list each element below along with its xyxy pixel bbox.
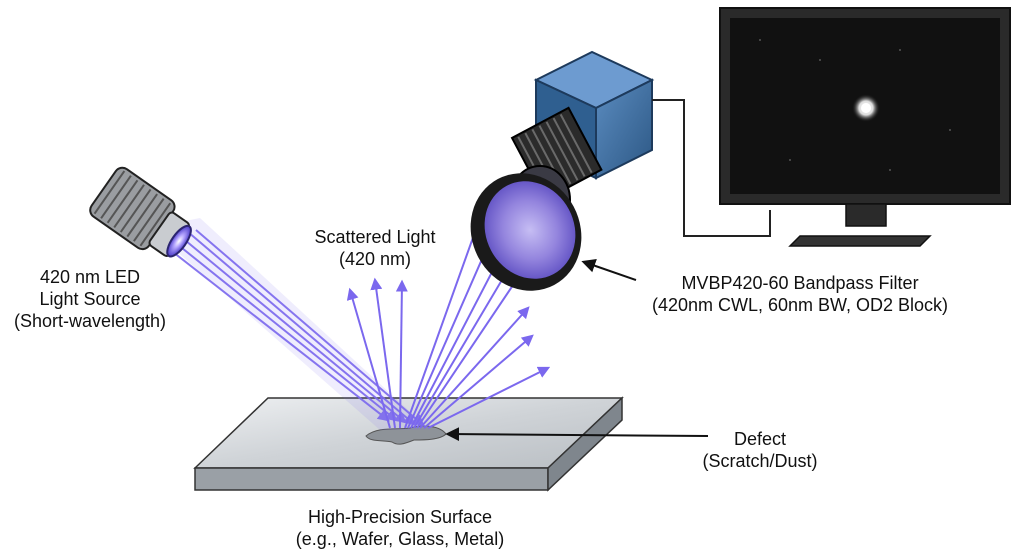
scattered-light-label: Scattered Light (420 nm) [314,227,436,269]
defect-pointer-arrow [445,427,709,442]
surface-label: High-Precision Surface (e.g., Wafer, Gla… [295,507,505,549]
beam-glow [150,218,430,430]
led-light-icon [89,166,192,258]
defect-mark [365,425,447,445]
bandpass-filter [470,173,582,291]
filter-pointer-arrow [581,259,637,281]
camera-cable [652,99,771,237]
led-source-label: 420 nm LED Light Source (Short-wavelengt… [13,267,167,331]
bandpass-filter-label: MVBP420-60 Bandpass Filter (420nm CWL, 6… [651,273,949,315]
incident-light-beams [163,229,425,427]
monitor-icon [719,7,1011,247]
defect-label: Defect (Scratch/Dust) [702,429,818,471]
